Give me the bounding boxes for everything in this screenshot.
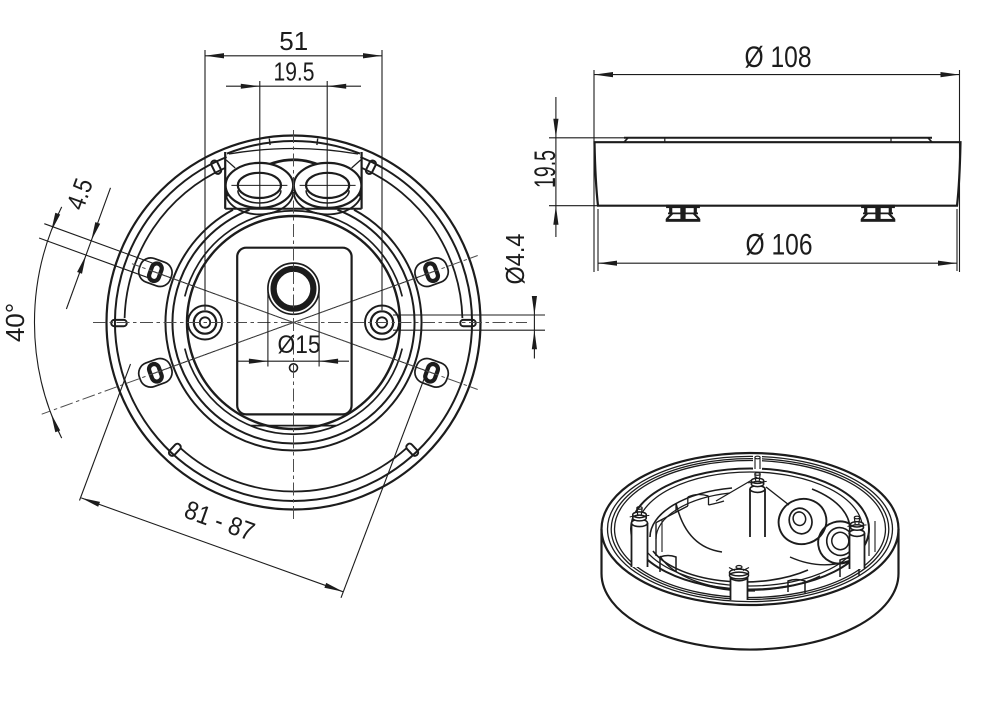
svg-text:Ø4.4: Ø4.4 bbox=[500, 234, 530, 285]
svg-text:Ø 106: Ø 106 bbox=[746, 229, 813, 262]
svg-text:Ø15: Ø15 bbox=[278, 331, 321, 359]
svg-text:Ø 108: Ø 108 bbox=[745, 41, 812, 74]
svg-text:19.5: 19.5 bbox=[529, 150, 562, 188]
svg-text:51: 51 bbox=[279, 26, 308, 56]
svg-text:40°: 40° bbox=[0, 303, 30, 342]
svg-text:19.5: 19.5 bbox=[274, 57, 315, 87]
